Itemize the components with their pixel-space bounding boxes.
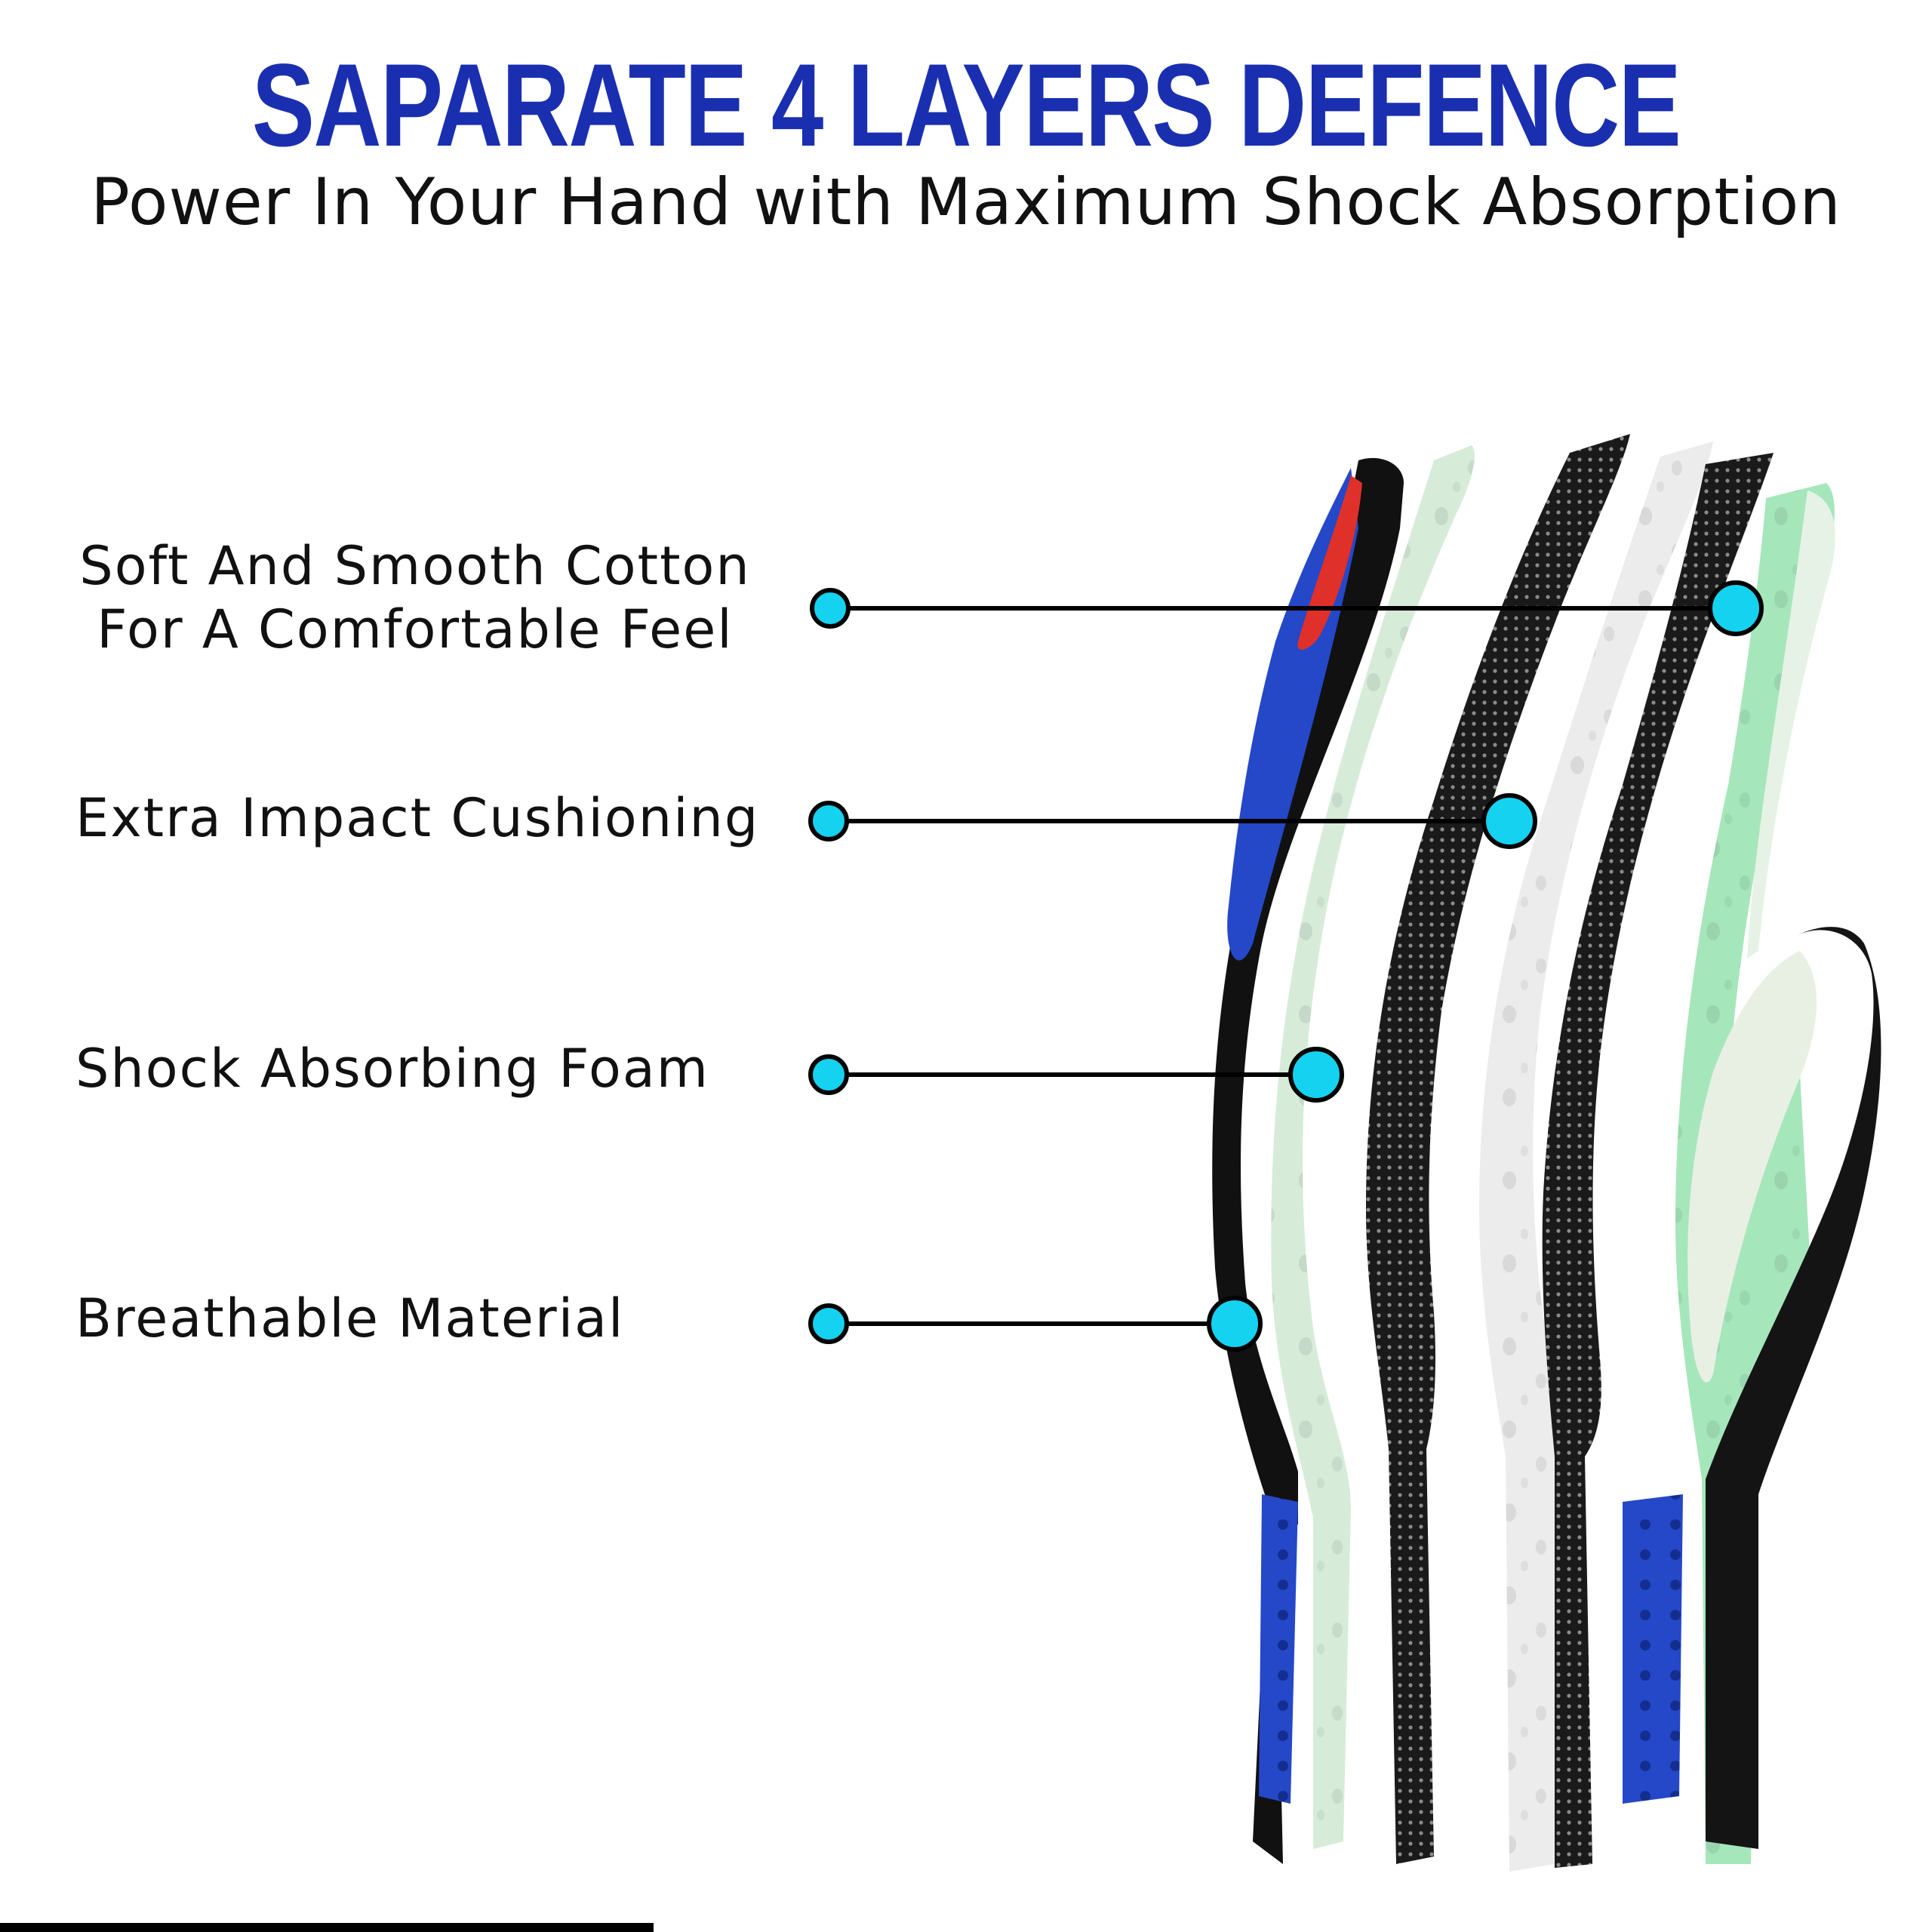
callout-breathable [808,1296,1263,1352]
callout-cushioning-start-dot [808,801,849,841]
page-title: SAPARATE 4 LAYERS DEFENCE [251,40,1681,171]
mesh-layer-front [1366,434,1630,1864]
callout-foam [808,1047,1344,1103]
callout-breathable-start-dot [808,1303,849,1344]
callout-foam-end-dot [1288,1047,1344,1103]
page-subtitle: Power In Your Hand with Maximum Shock Ab… [91,165,1841,240]
pale-green-foam-layer [1271,445,1475,1849]
feature-label-cotton-line2: For A Comfortable Feel [97,598,734,660]
callout-cotton [810,580,1764,636]
callout-cotton-end-dot [1708,580,1764,636]
bottom-divider [0,1923,654,1932]
callout-cushioning-end-dot [1481,793,1537,849]
white-foam-layer [1479,441,1713,1872]
callout-foam-start-dot [808,1054,849,1095]
callout-breathable-end-dot [1207,1296,1263,1352]
feature-label-foam: Shock Absorbing Foam [75,1038,709,1100]
feature-label-cushioning: Extra Impact Cushioning [75,787,760,849]
feature-label-cotton: Soft And Smooth Cotton For A Comfortable… [75,534,755,661]
feature-label-breathable: Breathable Material [75,1287,625,1349]
mesh-layer-back [1542,453,1774,1868]
feature-label-cotton-line1: Soft And Smooth Cotton [79,535,751,597]
callout-cotton-start-dot [810,588,851,629]
thumb-shell [1623,927,1881,1849]
callout-cushioning [808,793,1537,849]
